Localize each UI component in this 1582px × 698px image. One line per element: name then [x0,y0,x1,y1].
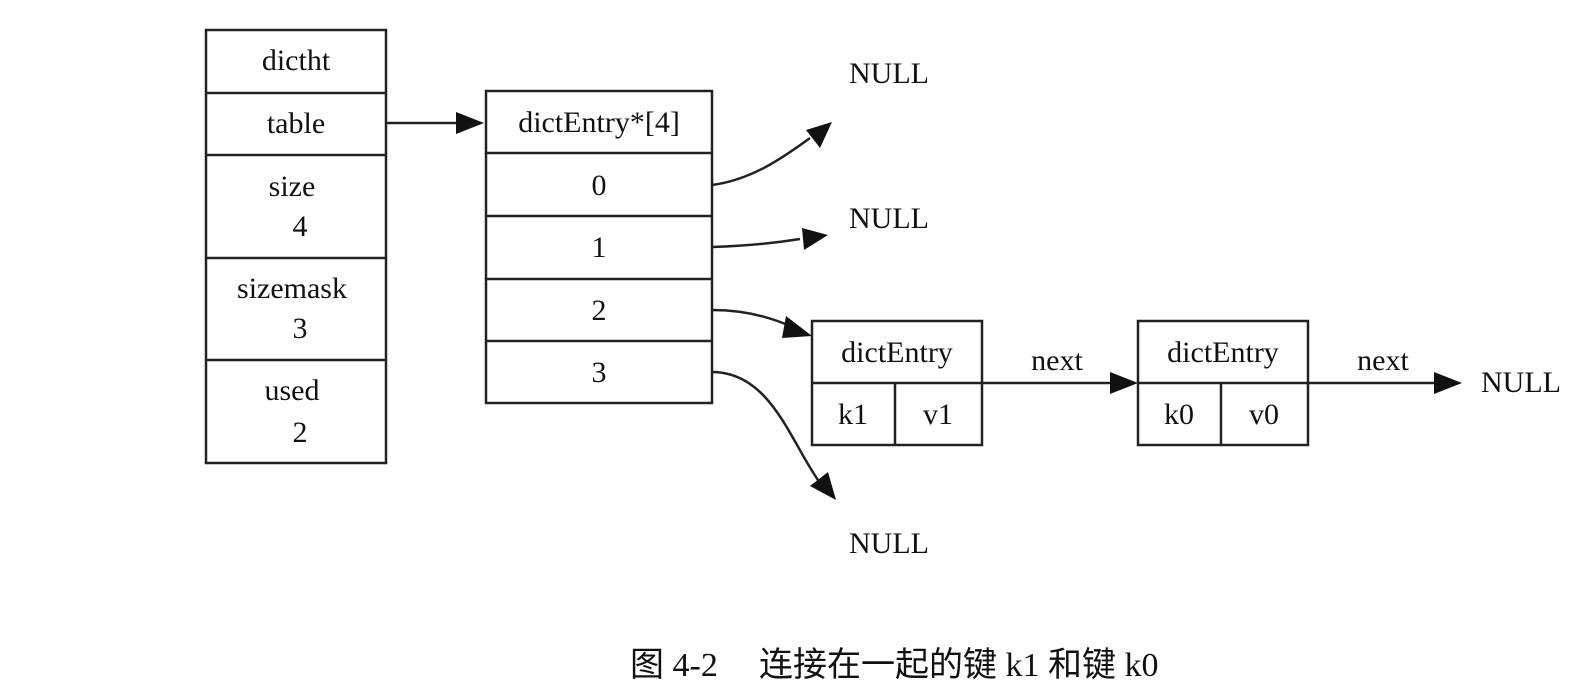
next-label-k0: next [1357,344,1409,377]
entry-array: dictEntry*[4] 0 1 2 3 [484,89,714,405]
dict-entry-k0-title: dictEntry [1167,336,1279,369]
caption-text: 连接在一起的键 k1 和键 k0 [759,646,1159,684]
next-arrow-k1-to-k0 [982,372,1138,394]
dict-entry-key-k1: k1 [838,398,868,431]
dict-entry-value-v0: v0 [1249,398,1279,431]
dictht-used-label: used [265,374,320,407]
dictht-box [204,28,388,465]
dictht-table-field: table [267,107,325,140]
slot-3-arrow [711,370,836,500]
dictht-title: dictht [262,44,331,77]
array-slot-1: 1 [592,231,607,264]
entry-array-box [484,89,714,405]
dictht-sizemask-value: 3 [293,312,308,345]
figure-caption: 图 4-2 连接在一起的键 k1 和键 k0 [630,646,1159,684]
dictht-sizemask-label: sizemask [237,272,347,305]
table-pointer-arrow [386,112,484,134]
null-label-slot-0: NULL [849,57,929,90]
dict-entry-key-k0: k0 [1164,398,1194,431]
next-label-k1: next [1031,344,1083,377]
array-slot-3: 3 [592,356,607,389]
null-label-slot-1: NULL [849,202,929,235]
dict-entry-value-v1: v1 [923,398,953,431]
null-label-chain-end: NULL [1481,366,1561,399]
entry-array-title: dictEntry*[4] [518,106,680,139]
dictht-size-value: 4 [293,210,308,243]
dictht-struct: dictht table size 4 sizemask 3 used 2 [204,28,388,465]
next-arrow-k0-to-null [1308,372,1462,394]
dictht-size-label: size [269,170,316,203]
slot-0-arrow [711,122,832,187]
slot-2-arrow [711,308,812,338]
null-label-slot-3: NULL [849,527,929,560]
dict-entry-k1: dictEntry k1 v1 [810,319,984,447]
dict-entry-k0: dictEntry k0 v0 [1136,319,1310,447]
array-slot-0: 0 [592,169,607,202]
caption-figure-number: 图 4-2 [630,647,718,684]
dictht-used-value: 2 [293,416,308,449]
array-slot-2: 2 [592,294,607,327]
slot-1-arrow [711,228,828,250]
dict-entry-k1-title: dictEntry [841,336,953,369]
